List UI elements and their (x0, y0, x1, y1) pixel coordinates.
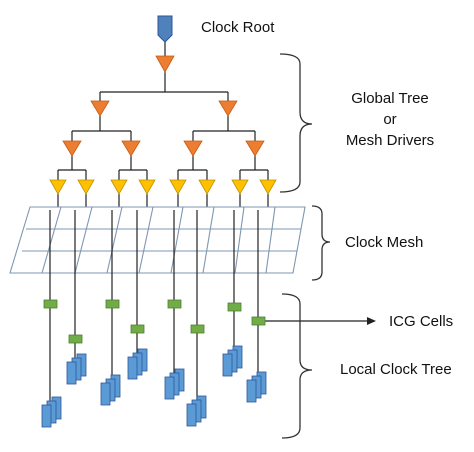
driver-leaf-8-icon (259, 179, 277, 195)
orange-drivers (62, 55, 265, 157)
driver-root-icon (155, 55, 175, 73)
icg-cells (43, 299, 266, 344)
icg-cells-label: ICG Cells (389, 313, 454, 330)
flop-icon (164, 376, 175, 400)
flop-icon (246, 379, 257, 403)
driver-leaf-3-icon (110, 179, 128, 195)
driver-leaf-6-icon (198, 179, 216, 195)
flop-icon (41, 404, 52, 428)
driver-l2-2-icon (121, 140, 141, 157)
driver-l2-3-icon (183, 140, 203, 157)
flop-stack-8-icon (246, 371, 267, 403)
bracket-local-tree (281, 293, 313, 439)
clock-mesh-label: Clock Mesh (345, 234, 424, 251)
icg-cell-8-icon (251, 316, 266, 326)
flop-icon (127, 356, 138, 380)
flop-stacks (41, 345, 267, 428)
driver-leaf-1-icon (49, 179, 67, 195)
global-tree-label-line1: Global Tree (351, 90, 429, 107)
local-clock-tree-label: Local Clock Tree (340, 361, 452, 378)
bracket-clock-mesh (311, 205, 331, 281)
flop-stack-1-icon (41, 396, 62, 428)
icg-cell-4-icon (130, 324, 145, 334)
icg-cell-2-icon (68, 334, 83, 344)
flop-icon (66, 361, 77, 385)
flop-stack-4-icon (127, 348, 148, 380)
icg-cell-3-icon (105, 299, 120, 309)
icg-cell-5-icon (167, 299, 182, 309)
driver-leaf-5-icon (169, 179, 187, 195)
driver-l2-4-icon (245, 140, 265, 157)
driver-leaf-4-icon (138, 179, 156, 195)
icg-cell-7-icon (227, 302, 242, 312)
driver-l2-1-icon (62, 140, 82, 157)
flop-stack-7-icon (222, 345, 243, 377)
global-tree-label-line3: Mesh Drivers (345, 132, 435, 149)
flop-stack-2-icon (66, 353, 87, 385)
flop-icon (100, 382, 111, 406)
flop-icon (222, 353, 233, 377)
clock-mesh (9, 206, 306, 274)
flop-icon (186, 403, 197, 427)
clock-root-label: Clock Root (201, 19, 275, 36)
flop-stack-3-icon (100, 374, 121, 406)
icg-arrow-head-icon (367, 317, 376, 325)
flop-stack-6-icon (186, 395, 207, 427)
icg-cell-6-icon (190, 324, 205, 334)
icg-cell-1-icon (43, 299, 58, 309)
yellow-drivers (49, 179, 277, 195)
bracket-global-tree (279, 53, 313, 193)
driver-leaf-7-icon (231, 179, 249, 195)
global-tree-label-line2: or (383, 111, 397, 128)
driver-leaf-2-icon (77, 179, 95, 195)
flop-stack-5-icon (164, 368, 185, 400)
driver-l1-right-icon (218, 100, 238, 117)
driver-l1-left-icon (90, 100, 110, 117)
clock-root-source-icon (157, 15, 173, 43)
clock-tree-wires (57, 42, 269, 210)
brackets (279, 53, 331, 439)
